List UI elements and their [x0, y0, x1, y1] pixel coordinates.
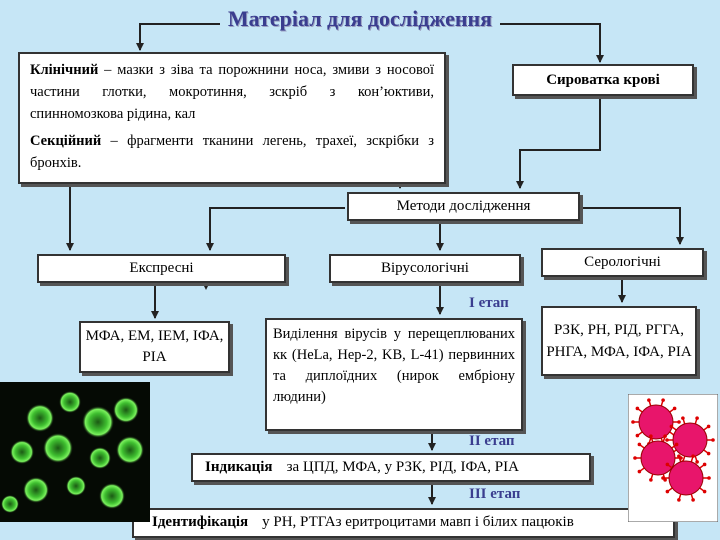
- stage-2-label: ІІ етап: [469, 433, 515, 449]
- serological-box: Серологічні: [541, 248, 704, 277]
- sectional-label: Секційний: [30, 133, 102, 150]
- erythrocyte: [672, 422, 708, 458]
- isolation-box: Виділення вірусів у перещеплюваних кк (H…: [265, 318, 523, 431]
- serum-to-methods-arrow: [516, 98, 601, 189]
- serum-label: Сироватка крові: [546, 71, 660, 88]
- stage-3-label: ІІІ етап: [469, 486, 521, 502]
- clinical-label: Клінічний: [30, 62, 99, 78]
- title-to-material-arrow: [136, 23, 220, 51]
- identification-text: у РН, РТГАз еритроцитами мавп і білих па…: [262, 514, 574, 530]
- methods-box: Методи дослідження: [347, 192, 580, 221]
- title-to-serum-arrow: [500, 23, 604, 63]
- express-methods-box: МФА, ЕМ, ІЕМ, ІФА, РІА: [79, 321, 230, 373]
- serum-box: Сироватка крові: [512, 64, 694, 96]
- indication-text: за ЦПД, МФА, у РЗК, РІД, ІФА, РІА: [286, 459, 519, 475]
- isolation-text: Виділення вірусів у перещеплюваних кк (H…: [273, 326, 515, 406]
- fluorescence-micrograph: [0, 382, 150, 522]
- stage-1-label: І етап: [469, 295, 509, 311]
- sectional-paragraph: Секційний – фрагменти тканини легень, тр…: [30, 131, 434, 175]
- clinical-paragraph: Клінічний – мазки з зіва та порожнини но…: [30, 60, 434, 125]
- virological-label: Вірусологічні: [381, 260, 469, 276]
- methods-to-express-arrow: [206, 207, 345, 251]
- erythrocyte: [668, 460, 704, 496]
- stray-mark: [203, 284, 209, 290]
- virological-box: Вірусологічні: [329, 254, 521, 283]
- erythrocyte: [640, 440, 676, 476]
- express-methods-text: МФА, ЕМ, ІЕМ, ІФА, РІА: [85, 328, 224, 365]
- clinical-text: – мазки з зіва та порожнини носа, змиви …: [30, 62, 434, 122]
- express-box: Експресні: [37, 254, 286, 283]
- methods-to-serological-arrow: [580, 207, 684, 245]
- indication-label: Індикація: [205, 459, 273, 475]
- express-label: Експресні: [129, 260, 194, 276]
- serological-methods-box: РЗК, РН, РІД, РГГА, РНГА, МФА, ІФА, РІА: [541, 306, 697, 376]
- methods-label: Методи дослідження: [396, 198, 531, 214]
- erythrocytes-image: [628, 394, 718, 522]
- sectional-text: – фрагменти тканини легень, трахеї, зскр…: [30, 133, 434, 171]
- serological-methods-text: РЗК, РН, РІД, РГГА, РНГА, МФА, ІФА, РІА: [546, 321, 692, 361]
- material-box: Клінічний – мазки з зіва та порожнини но…: [18, 52, 446, 184]
- identification-label: Ідентифікація: [152, 514, 249, 530]
- indication-box: Індикація за ЦПД, МФА, у РЗК, РІД, ІФА, Р…: [191, 453, 591, 482]
- erythrocyte: [638, 404, 674, 440]
- serological-label: Серологічні: [584, 254, 661, 270]
- identification-box: Ідентифікація у РН, РТГАз еритроцитами ма…: [132, 508, 675, 538]
- page-title: Матеріал для дослідження: [227, 6, 493, 31]
